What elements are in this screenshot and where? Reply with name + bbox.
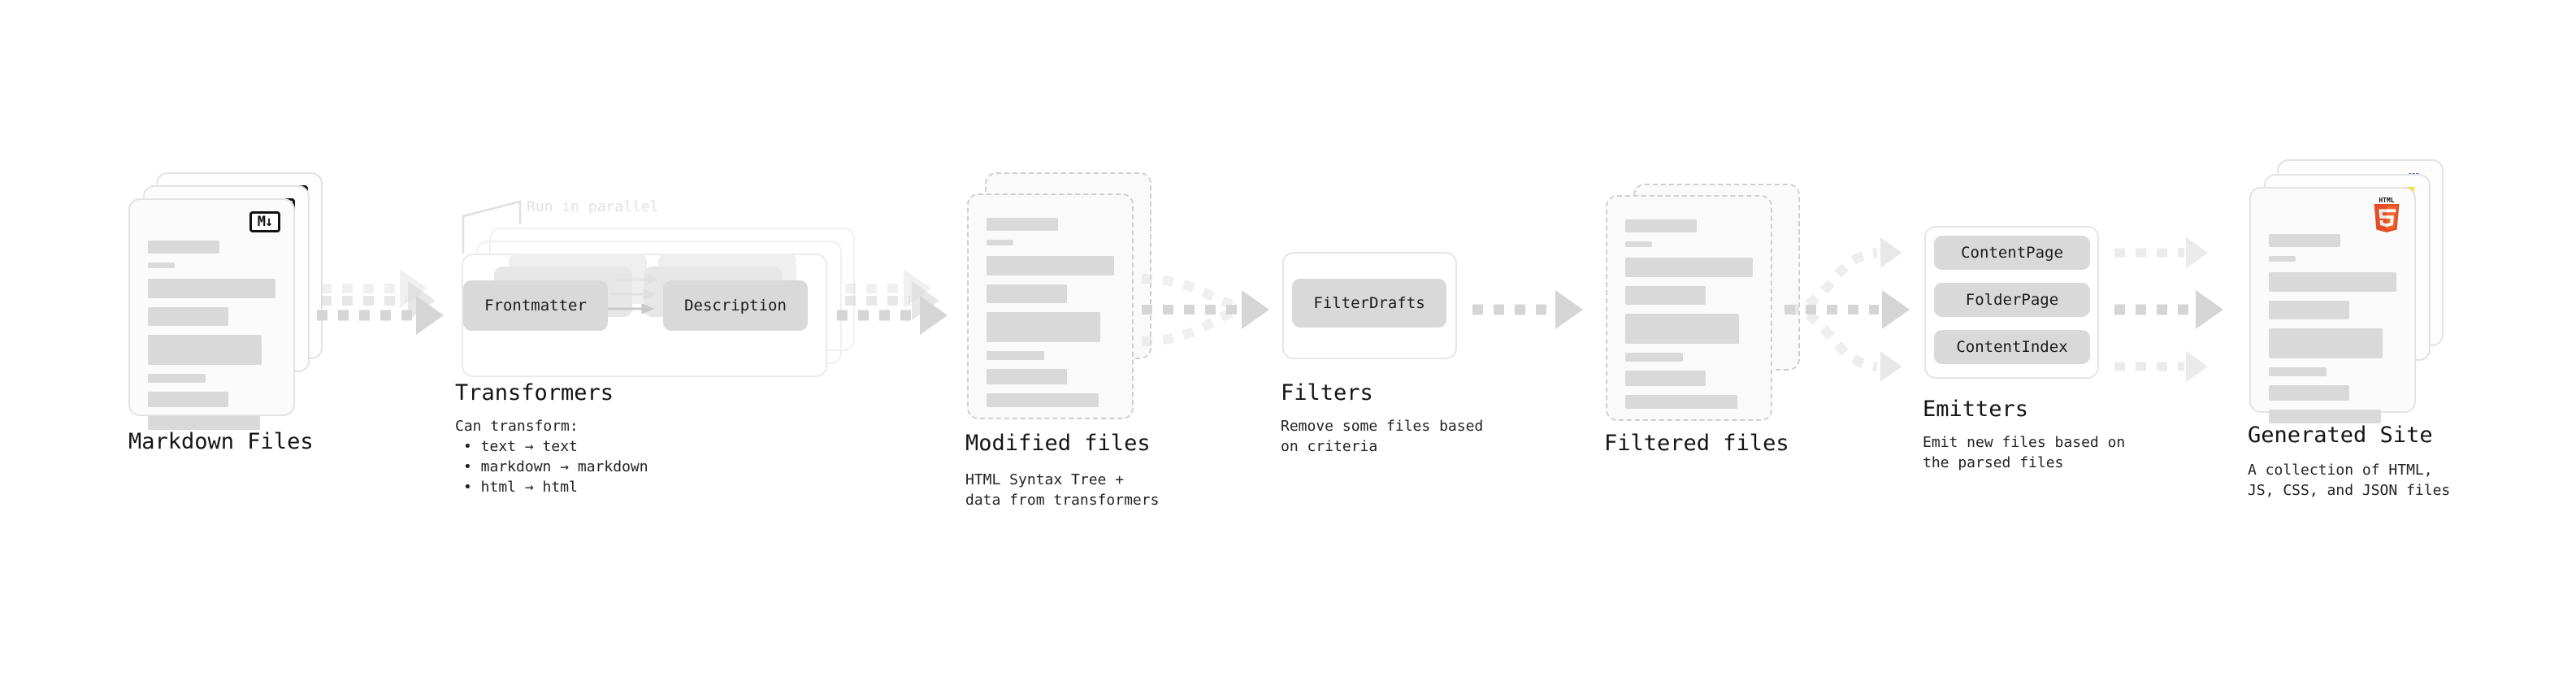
html5-badge: HTML: [2370, 197, 2403, 232]
transformers-capability-list: • text → text • markdown → markdown • ht…: [463, 436, 648, 497]
connector-filters-to-filtered: [1472, 290, 1583, 329]
transform-item-markdown: • markdown → markdown: [463, 458, 648, 475]
generated-site-title: Generated Site: [2248, 423, 2433, 448]
modified-files-title: Modified files: [965, 431, 1151, 456]
filtered-card-content: [1625, 219, 1753, 418]
modified-card-content: [987, 218, 1114, 416]
transformers-title: Transformers: [455, 380, 614, 406]
connector-markdown-to-transformers: [317, 269, 444, 335]
generated-site-card-content: [2269, 234, 2396, 432]
markdown-files-title: Markdown Files: [128, 429, 314, 454]
markdown-file-card-front: M↓: [128, 198, 295, 430]
transformer-pill-description[interactable]: Description: [663, 280, 808, 331]
run-in-parallel-label: Run in parallel: [527, 198, 659, 215]
transformer-pill-frontmatter[interactable]: Frontmatter: [463, 280, 608, 331]
generated-site-subtitle: A collection of HTML, JS, CSS, and JSON …: [2248, 462, 2451, 499]
filtered-files-title: Filtered files: [1604, 431, 1789, 456]
transformers-subtitle: Can transform:: [455, 418, 579, 435]
connector-emitters-to-site: [2114, 236, 2223, 383]
emitter-pill-folderpage[interactable]: FolderPage: [1934, 283, 2090, 317]
arrowhead-emitters-top: [1880, 237, 1902, 268]
modified-file-card-front: [967, 193, 1134, 419]
markdown-badge-front: M↓: [249, 211, 280, 232]
emitters-title: Emitters: [1923, 397, 2029, 422]
filter-pill-filterdrafts[interactable]: FilterDrafts: [1292, 279, 1446, 327]
filters-subtitle: Remove some files based on criteria: [1281, 418, 1484, 455]
connector-modified-to-filters: [1141, 274, 1241, 346]
modified-files-subtitle: HTML Syntax Tree + data from transformer…: [965, 471, 1160, 509]
emitter-pill-contentindex[interactable]: ContentIndex: [1934, 330, 2090, 364]
html5-shield-icon: [2374, 204, 2400, 232]
arrowhead-emitters-mid: [1882, 290, 1910, 329]
transform-item-html: • html → html: [463, 479, 578, 496]
filters-title: Filters: [1281, 380, 1373, 406]
generated-site-card-front: HTML: [2249, 187, 2416, 423]
markdown-card-content: [148, 241, 275, 439]
emitter-pill-contentpage[interactable]: ContentPage: [1934, 236, 2090, 270]
emitters-subtitle: Emit new files based on the parsed files: [1923, 434, 2126, 471]
transform-item-text: • text → text: [463, 438, 578, 455]
filtered-file-card-front: [1606, 195, 1772, 421]
arrowhead-to-filters: [1242, 290, 1269, 329]
arrowhead-emitters-bottom: [1880, 351, 1902, 382]
